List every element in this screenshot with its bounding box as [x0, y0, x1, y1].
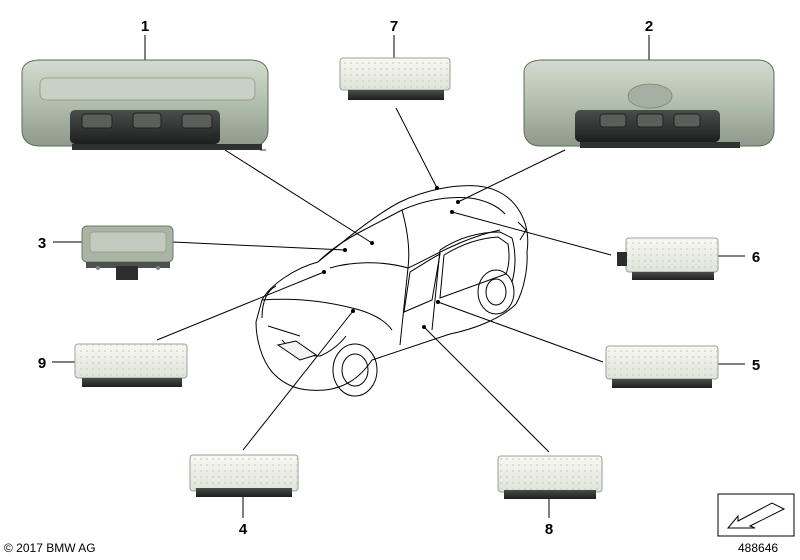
part-3-lamp [81, 225, 174, 280]
callout-7: 7 [390, 18, 398, 35]
part-7-lamp [339, 57, 451, 100]
callout-3: 3 [38, 235, 46, 252]
callout-numbers: 1 2 3 4 5 6 7 8 9 [38, 18, 760, 538]
part-8-lamp [497, 455, 603, 499]
part-2-rear-interior-light [523, 59, 775, 148]
leader-lines [52, 35, 745, 518]
vehicle-outline [255, 185, 529, 397]
leader-7-car [395, 107, 438, 189]
leader-5-car [437, 301, 604, 363]
leader-1-car [224, 149, 373, 244]
part-5-lamp [605, 345, 719, 388]
callout-1: 1 [141, 18, 149, 35]
document-number: 488646 [738, 541, 779, 555]
callout-6: 6 [752, 249, 760, 266]
leader-6-car [451, 211, 612, 256]
leader-dots [322, 186, 460, 329]
callout-8: 8 [545, 521, 553, 538]
navigation-arrow-icon [717, 493, 795, 537]
part-9-lamp [74, 343, 188, 387]
part-4-lamp [189, 454, 299, 497]
copyright-text: © 2017 BMW AG [4, 541, 96, 555]
callout-4: 4 [239, 521, 248, 538]
leader-3-car [172, 241, 346, 251]
leader-4 [242, 310, 354, 451]
callout-2: 2 [645, 18, 653, 35]
leader-2-car [457, 149, 566, 203]
leader-9-car [156, 271, 325, 341]
part-6-lamp [617, 237, 719, 280]
leader-8 [423, 326, 550, 453]
part-1-front-interior-light [21, 59, 269, 151]
callout-9: 9 [38, 355, 46, 372]
callout-5: 5 [752, 357, 760, 374]
